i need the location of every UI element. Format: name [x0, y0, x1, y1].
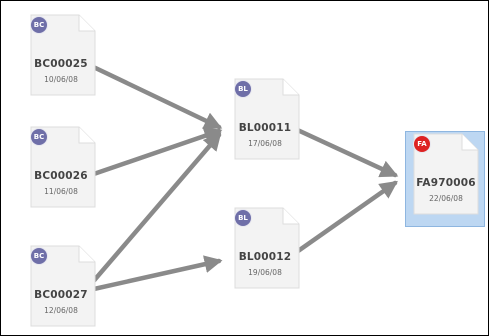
arrow-bc00027-to-bl00011 — [82, 132, 222, 294]
document-date: 19/06/08 — [248, 268, 282, 277]
document-page-icon — [30, 245, 96, 327]
fa-badge-icon: FA — [414, 136, 430, 152]
document-node-fa970006[interactable]: FA FA970006 22/06/08 — [405, 131, 485, 227]
document-node-bc00025[interactable]: BC BC00025 10/06/08 — [23, 13, 99, 107]
document-node-bl00011[interactable]: BL BL00011 17/06/08 — [227, 77, 303, 171]
document-page-icon — [234, 78, 300, 160]
arrow-bl00011-to-fa970006 — [288, 124, 399, 178]
document-date: 22/06/08 — [429, 194, 463, 203]
document-page-icon — [413, 133, 479, 215]
document-code: FA970006 — [416, 177, 476, 189]
document-date: 10/06/08 — [44, 75, 78, 84]
bl-badge-icon: BL — [235, 210, 251, 226]
document-page-icon — [30, 14, 96, 96]
document-node-bc00027[interactable]: BC BC00027 12/06/08 — [23, 244, 99, 335]
bc-badge-icon: BC — [31, 17, 47, 33]
document-date: 11/06/08 — [44, 187, 78, 196]
document-code: BC00027 — [34, 289, 88, 301]
bc-badge-icon: BC — [31, 248, 47, 264]
arrow-bc00027-to-bl00012 — [82, 255, 223, 294]
document-code: BL00011 — [238, 122, 292, 134]
bc-badge-icon: BC — [31, 129, 47, 145]
bl-badge-icon: BL — [235, 81, 251, 97]
document-date: 12/06/08 — [44, 306, 78, 315]
arrow-bc00025-to-bl00011 — [82, 60, 223, 130]
document-page-icon — [234, 207, 300, 289]
arrow-bc00026-to-bl00011 — [82, 127, 223, 180]
document-code: BC00026 — [34, 170, 88, 182]
document-code: BC00025 — [34, 58, 88, 70]
document-page-icon — [30, 126, 96, 208]
arrow-bl00012-to-fa970006 — [288, 180, 398, 259]
document-code: BL00012 — [238, 251, 292, 263]
document-node-bl00012[interactable]: BL BL00012 19/06/08 — [227, 206, 303, 300]
document-node-bc00026[interactable]: BC BC00026 11/06/08 — [23, 125, 99, 219]
document-date: 17/06/08 — [248, 139, 282, 148]
